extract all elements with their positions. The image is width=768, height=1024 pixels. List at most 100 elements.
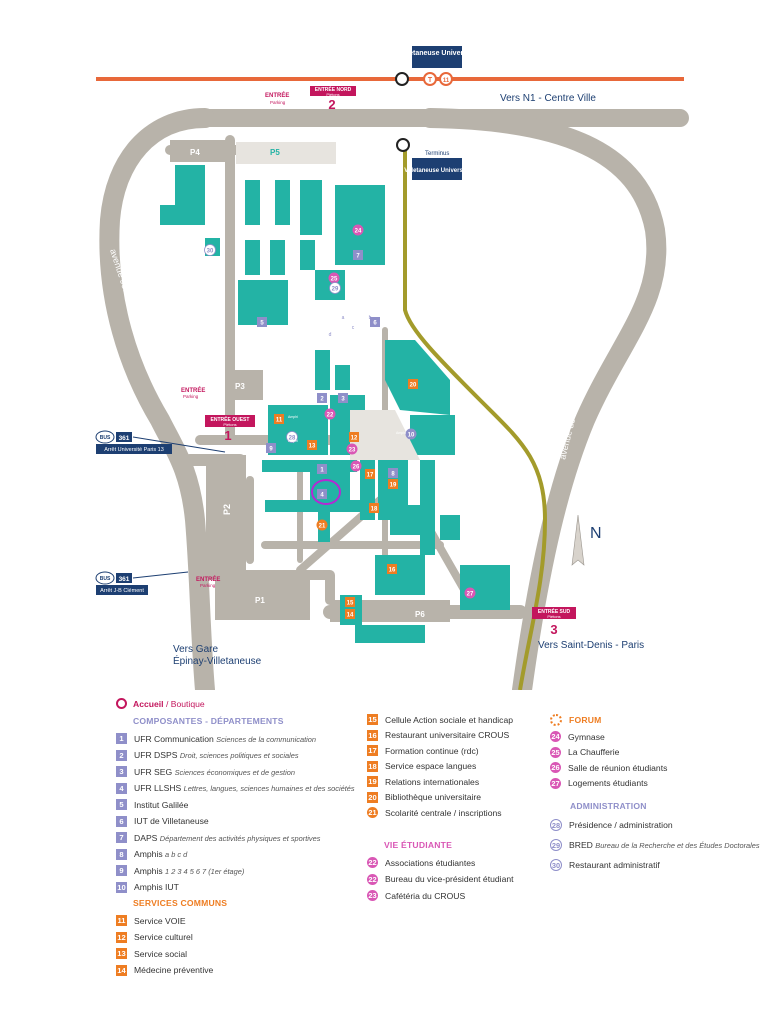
building-marker: 16 bbox=[387, 564, 397, 574]
vie-label: Cafétéria du CROUS bbox=[385, 891, 465, 901]
service-b-number-badge: 17 bbox=[367, 745, 378, 756]
admin-name: Restaurant administratif bbox=[569, 860, 660, 870]
accueil-label: Accueil bbox=[133, 698, 164, 709]
svg-text:361: 361 bbox=[119, 435, 130, 442]
service-b-name: Scolarité centrale / inscriptions bbox=[385, 807, 502, 818]
service-b-name: Relations internationales bbox=[385, 776, 480, 787]
service-number-badge: 13 bbox=[116, 948, 127, 959]
vie-item: 22 Bureau du vice-président étudiant bbox=[367, 873, 514, 885]
composante-name: Amphis bbox=[134, 849, 163, 859]
composante-label: Amphis IUT bbox=[134, 882, 179, 892]
composante-label: Institut Galilée bbox=[134, 800, 188, 810]
svg-text:BUS: BUS bbox=[100, 435, 111, 441]
svg-text:Parking: Parking bbox=[200, 583, 216, 588]
admin-label: BRED Bureau de la Recherche et des Étude… bbox=[569, 840, 760, 850]
entree-ouest-number: 1 bbox=[224, 428, 231, 443]
svg-text:14: 14 bbox=[347, 612, 354, 618]
svg-text:18: 18 bbox=[371, 506, 378, 512]
svg-text:11: 11 bbox=[276, 417, 283, 423]
svg-text:10: 10 bbox=[408, 432, 415, 438]
service-number-badge: 11 bbox=[116, 915, 127, 926]
composante-name: DAPS bbox=[134, 832, 158, 843]
svg-text:12: 12 bbox=[351, 435, 358, 441]
amphi-label: Amphi bbox=[288, 415, 298, 419]
amphi-letter: b bbox=[369, 315, 372, 321]
composante-label: UFR Communication Sciences de la communi… bbox=[134, 734, 316, 744]
service-b-name: Restaurant universitaire CROUS bbox=[385, 730, 510, 740]
composante-detail: a b c d bbox=[165, 850, 188, 859]
composante-name: Institut Galilée bbox=[134, 799, 189, 810]
composante-number-badge: 9 bbox=[116, 865, 127, 876]
service-number-badge: 12 bbox=[116, 931, 127, 943]
amphi-label: Amphi bbox=[396, 431, 406, 435]
svg-text:361: 361 bbox=[119, 576, 130, 583]
building-marker: 6 bbox=[370, 317, 380, 327]
amphi-letter: a bbox=[342, 315, 345, 321]
building-marker: 1 bbox=[317, 464, 327, 474]
svg-text:24: 24 bbox=[355, 228, 362, 234]
service-b-number-badge: 15 bbox=[367, 714, 378, 725]
composante-name: Amphis IUT bbox=[134, 882, 179, 892]
building-marker: 4 bbox=[317, 489, 327, 499]
parking-p6: P6 bbox=[415, 610, 425, 619]
building-marker: 20 bbox=[408, 379, 418, 389]
composante-label: UFR SEG Sciences économiques et de gesti… bbox=[134, 767, 295, 777]
vie-name: Bureau du vice-président étudiant bbox=[385, 874, 514, 884]
composante-item: 10 Amphis IUT bbox=[116, 881, 179, 893]
service-item: 13 Service social bbox=[116, 948, 187, 959]
building-marker: 7 bbox=[353, 250, 363, 260]
service-label: Médecine préventive bbox=[134, 965, 213, 975]
station-terminus-label: Villetaneuse Université bbox=[404, 168, 470, 174]
service-name: Service social bbox=[134, 948, 188, 959]
parking-p3: P3 bbox=[235, 382, 245, 391]
service-b-name: Bibliothèque universitaire bbox=[385, 792, 482, 802]
svg-text:Arrêt J-B Clément: Arrêt J-B Clément bbox=[100, 588, 144, 594]
vie-number-badge: 23 bbox=[367, 890, 378, 901]
amphi-label: Amphi bbox=[338, 310, 348, 314]
service-b-label: Restaurant universitaire CROUS bbox=[385, 730, 509, 740]
composante-name: UFR LLSHS bbox=[134, 783, 182, 793]
composante-detail: Sciences économiques et de gestion bbox=[174, 767, 295, 777]
accueil-icon bbox=[116, 698, 127, 709]
composante-detail: Droit, sciences politiques et sociales bbox=[179, 751, 299, 760]
service-item: 11 Service VOIE bbox=[116, 915, 186, 926]
vie-number-badge: 22 bbox=[367, 873, 378, 885]
vie-number-badge: 22 bbox=[367, 857, 378, 868]
station-circle-terminus bbox=[396, 138, 410, 152]
service-number-badge: 14 bbox=[116, 964, 127, 976]
service-label: Service social bbox=[134, 949, 187, 959]
service-name: Service VOIE bbox=[134, 915, 186, 926]
admin-label: Restaurant administratif bbox=[569, 860, 660, 870]
svg-text:Piétons: Piétons bbox=[547, 614, 560, 619]
entree-parking-north: ENTRÉE bbox=[265, 91, 289, 99]
service-label: Service VOIE bbox=[134, 916, 186, 926]
svg-text:Arrêt Université Paris 13: Arrêt Université Paris 13 bbox=[104, 447, 164, 453]
legend: Accueil / Boutique COMPOSANTES - DÉPARTE… bbox=[0, 690, 768, 1024]
forum-name: Salle de réunion étudiants bbox=[568, 762, 668, 773]
building-marker: 18 bbox=[369, 503, 379, 513]
svg-text:16: 16 bbox=[389, 567, 396, 573]
amphi-letter: c bbox=[352, 325, 355, 331]
svg-text:23: 23 bbox=[349, 447, 356, 453]
composante-number-badge: 10 bbox=[116, 881, 127, 893]
service-b-number-badge: 16 bbox=[367, 729, 378, 741]
service-b-number-badge: 21 bbox=[367, 807, 378, 818]
composante-detail: 1 2 3 4 5 6 7 (1er étage) bbox=[165, 866, 245, 876]
building-marker: 30 bbox=[204, 244, 216, 256]
svg-text:Piétons: Piétons bbox=[223, 422, 236, 427]
svg-text:7: 7 bbox=[356, 253, 360, 259]
tram-badge-t-label: T bbox=[428, 77, 433, 84]
tram-badge-11-label: 11 bbox=[443, 78, 450, 84]
composantes-title: COMPOSANTES - DÉPARTEMENTS bbox=[133, 716, 284, 726]
entree-nord-label: ENTRÉE NORD bbox=[315, 85, 352, 93]
forum-square bbox=[350, 410, 420, 460]
vie-name: Associations étudiantes bbox=[385, 857, 476, 868]
admin-label: Présidence / administration bbox=[569, 820, 673, 830]
